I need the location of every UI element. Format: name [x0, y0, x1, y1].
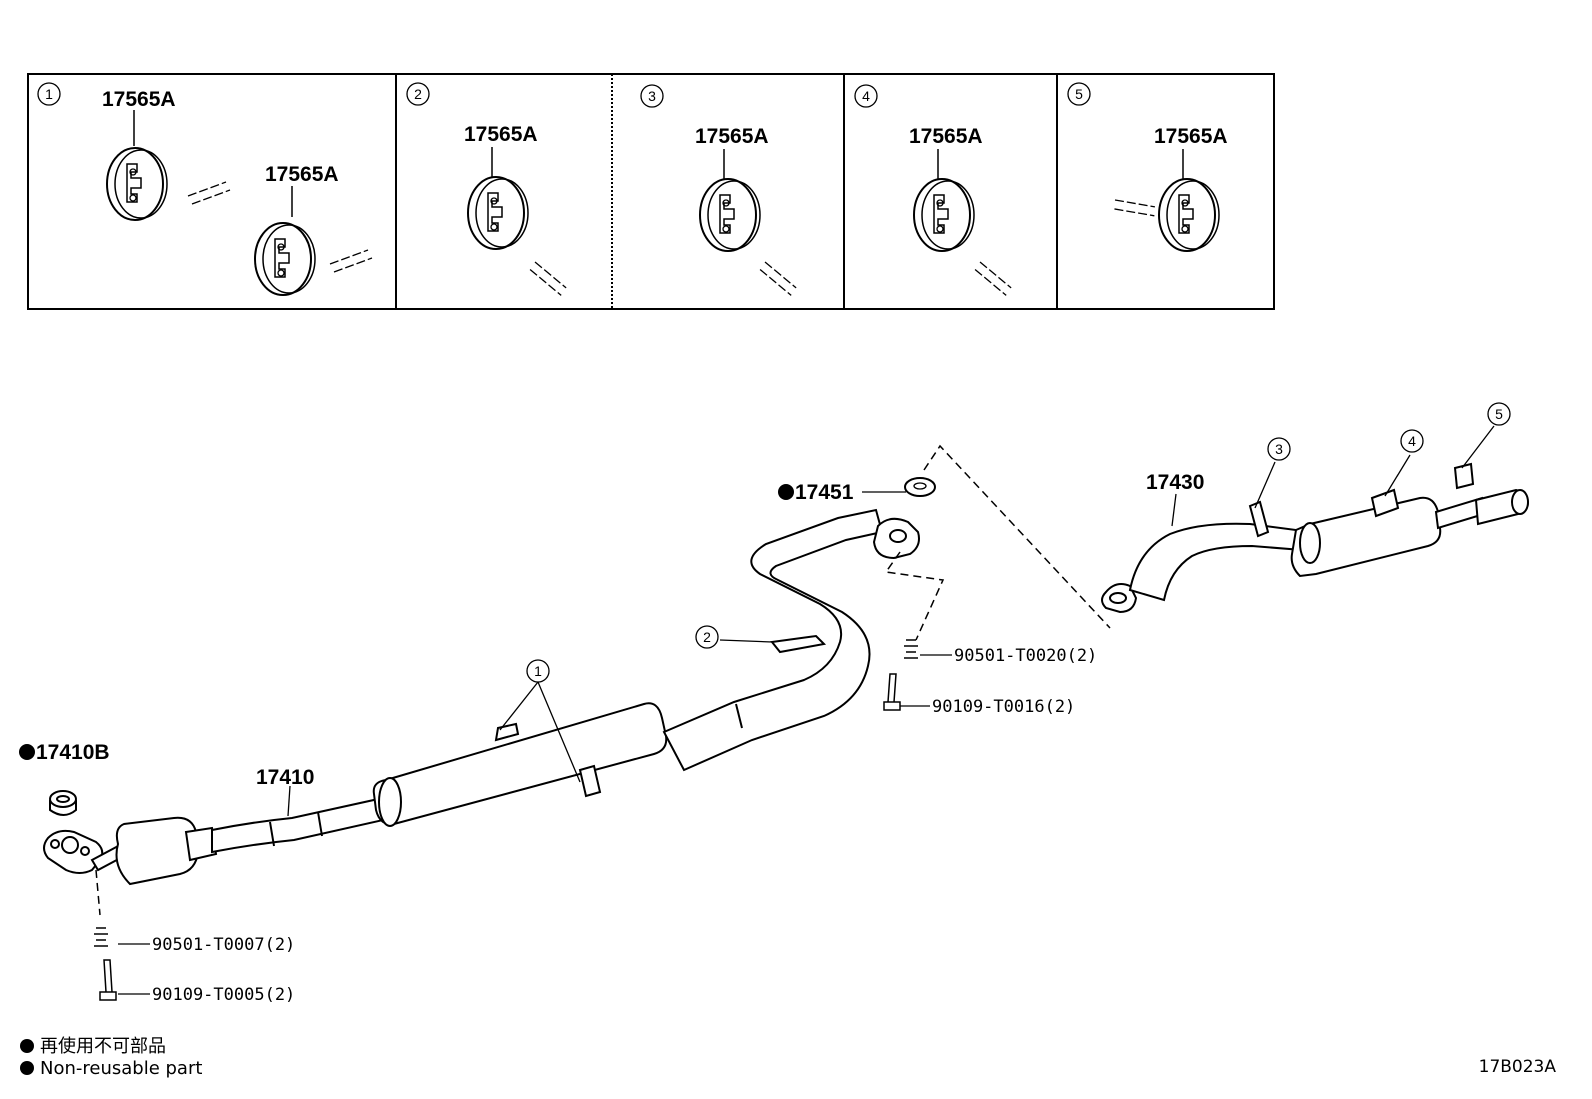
callout-5-number: 5 — [1495, 406, 1503, 422]
inset-3-label: 17565A — [695, 125, 769, 148]
inset-4-label: 17565A — [909, 125, 983, 148]
front-pipe-17410 — [43, 508, 920, 886]
non-reusable-dot — [19, 744, 35, 760]
inset-1-drawing — [106, 110, 373, 296]
tail-pipe-17430 — [1101, 462, 1530, 614]
inset-4-number-circle — [854, 84, 878, 108]
callout-5 — [1487, 402, 1511, 426]
spring-center — [904, 639, 918, 659]
inset-5-number-circle — [1067, 82, 1091, 106]
callout-4 — [1400, 429, 1424, 453]
label-17410: 17410 — [256, 766, 314, 789]
dashed-guide — [923, 444, 1111, 629]
legend-text-jp: 再使用不可部品 — [40, 1036, 166, 1057]
gasket-17451 — [904, 477, 936, 497]
legend: 再使用不可部品 Non-reusable part — [20, 1036, 202, 1080]
label-17430: 17430 — [1146, 471, 1204, 494]
bullet-icon — [20, 1039, 34, 1053]
label-90501-T0020: 90501-T0020(2) — [954, 646, 1097, 666]
inset-5-number: 5 — [1075, 86, 1083, 102]
dashed-guide — [884, 551, 945, 641]
label-90109-T0016: 90109-T0016(2) — [932, 697, 1075, 717]
callout-1-number: 1 — [534, 663, 542, 679]
label-90501-T0007: 90501-T0007(2) — [152, 935, 295, 955]
legend-line-jp: 再使用不可部品 — [20, 1036, 202, 1058]
dashed-guide — [95, 869, 101, 916]
legend-text-en: Non-reusable part — [40, 1058, 203, 1079]
inset-2-number-circle — [406, 82, 430, 106]
diagram-code: 17B023A — [1478, 1057, 1556, 1077]
label-17451: 17451 — [795, 481, 854, 504]
callout-3 — [1267, 437, 1291, 461]
spring-front — [94, 927, 108, 947]
inset-2-number: 2 — [414, 86, 422, 102]
inset-frame — [27, 73, 1275, 310]
inset-2-drawing — [467, 147, 569, 304]
label-17410B: 17410B — [36, 741, 110, 764]
inset-1-label-a: 17565A — [102, 88, 176, 111]
bullet-icon — [20, 1061, 34, 1075]
inset-1-label-b: 17565A — [265, 163, 339, 186]
inset-4-number: 4 — [862, 88, 870, 104]
inset-3-drawing — [699, 149, 799, 304]
inset-1-number-circle — [37, 82, 61, 106]
inset-5-label: 17565A — [1154, 125, 1228, 148]
inset-1-number: 1 — [45, 86, 53, 102]
label-90109-T0005: 90109-T0005(2) — [152, 985, 295, 1005]
gasket-17410B — [49, 790, 77, 816]
callout-2-number: 2 — [703, 629, 711, 645]
callout-2 — [695, 625, 719, 649]
callout-1 — [526, 659, 550, 683]
callout-3-number: 3 — [1275, 441, 1283, 457]
bolt-center — [883, 673, 901, 711]
inset-3-number: 3 — [648, 88, 656, 104]
inset-3-number-circle — [640, 84, 664, 108]
legend-line-en: Non-reusable part — [20, 1058, 202, 1080]
bolt-front — [99, 959, 117, 1001]
inset-4-drawing — [913, 149, 1014, 304]
non-reusable-dot — [778, 484, 794, 500]
inset-2-label: 17565A — [464, 123, 538, 146]
callout-4-number: 4 — [1408, 433, 1416, 449]
inset-5-drawing — [1110, 149, 1220, 252]
